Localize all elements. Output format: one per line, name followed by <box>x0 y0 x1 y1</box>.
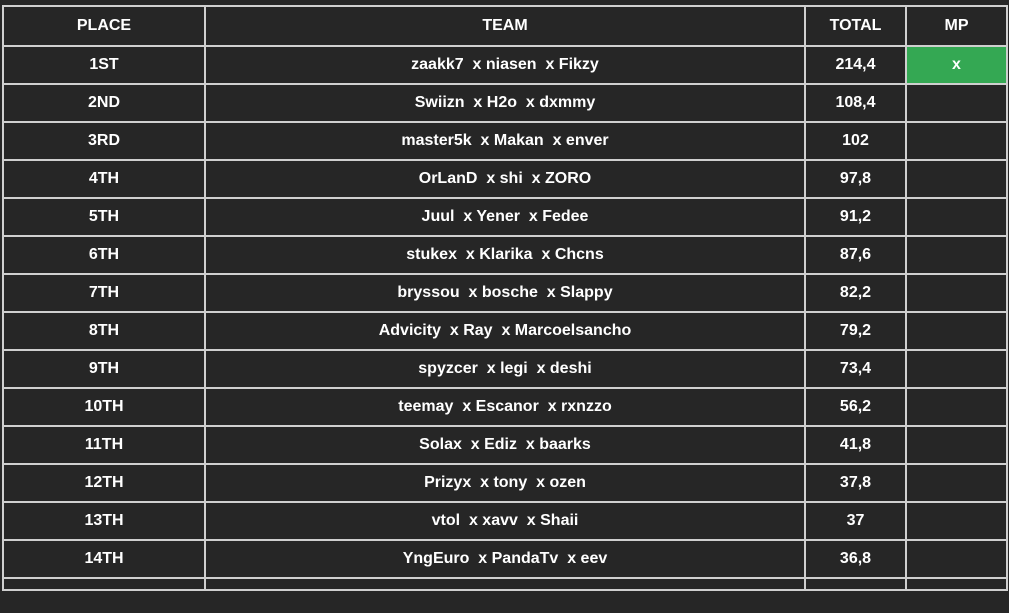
mp-cell-empty <box>905 577 1008 591</box>
table-row: 14TH YngEuro x PandaTv x eev 36,8 <box>2 539 1008 579</box>
total-cell: 108,4 <box>804 83 907 123</box>
team-cell-empty <box>204 577 806 591</box>
total-cell: 97,8 <box>804 159 907 199</box>
table-row: 5TH Juul x Yener x Fedee 91,2 <box>2 197 1008 237</box>
place-cell: 13TH <box>2 501 206 541</box>
team-cell: Juul x Yener x Fedee <box>204 197 806 237</box>
leaderboard-table: PLACE TEAM TOTAL MP 1ST zaakk7 x niasen … <box>2 5 1008 591</box>
total-cell: 214,4 <box>804 45 907 85</box>
table-row: 8TH Advicity x Ray x Marcoelsancho 79,2 <box>2 311 1008 351</box>
table-row: 2ND Swiizn x H2o x dxmmy 108,4 <box>2 83 1008 123</box>
team-cell: stukex x Klarika x Chcns <box>204 235 806 275</box>
place-cell: 8TH <box>2 311 206 351</box>
mp-cell <box>905 235 1008 275</box>
total-cell: 73,4 <box>804 349 907 389</box>
place-cell: 10TH <box>2 387 206 427</box>
place-cell: 7TH <box>2 273 206 313</box>
team-cell: OrLanD x shi x ZORO <box>204 159 806 199</box>
place-cell-empty <box>2 577 206 591</box>
mp-cell <box>905 311 1008 351</box>
place-cell: 3RD <box>2 121 206 161</box>
mp-cell <box>905 501 1008 541</box>
total-cell: 79,2 <box>804 311 907 351</box>
total-cell: 56,2 <box>804 387 907 427</box>
total-cell: 91,2 <box>804 197 907 237</box>
team-cell: master5k x Makan x enver <box>204 121 806 161</box>
table-row: 12TH Prizyx x tony x ozen 37,8 <box>2 463 1008 503</box>
header-total: TOTAL <box>804 5 907 47</box>
table-row: 11TH Solax x Ediz x baarks 41,8 <box>2 425 1008 465</box>
total-cell: 41,8 <box>804 425 907 465</box>
leaderboard-body: 1ST zaakk7 x niasen x Fikzy 214,4 x 2ND … <box>2 45 1008 591</box>
place-cell: 6TH <box>2 235 206 275</box>
team-cell: Advicity x Ray x Marcoelsancho <box>204 311 806 351</box>
place-cell: 1ST <box>2 45 206 85</box>
team-cell: bryssou x bosche x Slappy <box>204 273 806 313</box>
mp-cell <box>905 197 1008 237</box>
place-cell: 5TH <box>2 197 206 237</box>
table-row: 7TH bryssou x bosche x Slappy 82,2 <box>2 273 1008 313</box>
mp-cell: x <box>905 45 1008 85</box>
table-row: 9TH spyzcer x legi x deshi 73,4 <box>2 349 1008 389</box>
team-cell: Solax x Ediz x baarks <box>204 425 806 465</box>
total-cell: 102 <box>804 121 907 161</box>
total-cell: 87,6 <box>804 235 907 275</box>
total-cell: 37,8 <box>804 463 907 503</box>
table-row: 4TH OrLanD x shi x ZORO 97,8 <box>2 159 1008 199</box>
place-cell: 2ND <box>2 83 206 123</box>
total-cell: 82,2 <box>804 273 907 313</box>
mp-cell <box>905 463 1008 503</box>
team-cell: Swiizn x H2o x dxmmy <box>204 83 806 123</box>
total-cell-empty <box>804 577 907 591</box>
team-cell: Prizyx x tony x ozen <box>204 463 806 503</box>
table-row: 1ST zaakk7 x niasen x Fikzy 214,4 x <box>2 45 1008 85</box>
mp-cell <box>905 539 1008 579</box>
mp-cell <box>905 121 1008 161</box>
total-cell: 37 <box>804 501 907 541</box>
table-row: 13TH vtol x xavv x Shaii 37 <box>2 501 1008 541</box>
place-cell: 4TH <box>2 159 206 199</box>
mp-cell <box>905 273 1008 313</box>
header-place: PLACE <box>2 5 206 47</box>
team-cell: spyzcer x legi x deshi <box>204 349 806 389</box>
header-team: TEAM <box>204 5 806 47</box>
mp-cell <box>905 83 1008 123</box>
team-cell: zaakk7 x niasen x Fikzy <box>204 45 806 85</box>
place-cell: 12TH <box>2 463 206 503</box>
place-cell: 11TH <box>2 425 206 465</box>
team-cell: YngEuro x PandaTv x eev <box>204 539 806 579</box>
total-cell: 36,8 <box>804 539 907 579</box>
team-cell: vtol x xavv x Shaii <box>204 501 806 541</box>
header-mp: MP <box>905 5 1008 47</box>
team-cell: teemay x Escanor x rxnzzo <box>204 387 806 427</box>
place-cell: 14TH <box>2 539 206 579</box>
table-row: 10TH teemay x Escanor x rxnzzo 56,2 <box>2 387 1008 427</box>
place-cell: 9TH <box>2 349 206 389</box>
table-row-partial <box>2 577 1008 591</box>
mp-cell <box>905 349 1008 389</box>
mp-cell <box>905 425 1008 465</box>
table-row: 6TH stukex x Klarika x Chcns 87,6 <box>2 235 1008 275</box>
mp-cell <box>905 159 1008 199</box>
table-row: 3RD master5k x Makan x enver 102 <box>2 121 1008 161</box>
header-row: PLACE TEAM TOTAL MP <box>2 5 1008 47</box>
mp-cell <box>905 387 1008 427</box>
leaderboard: PLACE TEAM TOTAL MP 1ST zaakk7 x niasen … <box>2 5 1008 591</box>
